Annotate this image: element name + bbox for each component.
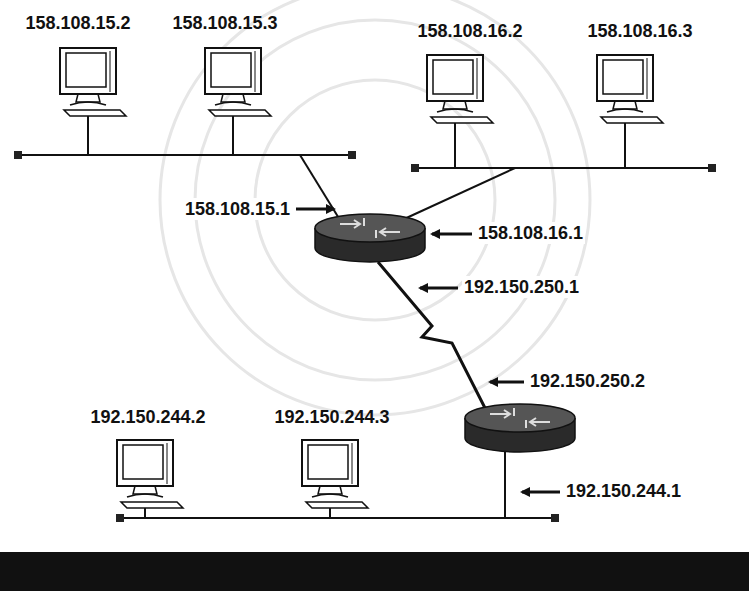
computer-label: 192.150.244.2 <box>88 406 207 428</box>
interface-address: 158.108.16.1 <box>476 222 585 244</box>
ip-address: 158.108.16.2 <box>417 20 522 42</box>
ip-address: 158.108.15.3 <box>172 12 277 34</box>
ip-address: 158.108.15.2 <box>25 12 130 34</box>
computer-label: 158.108.15.2 <box>23 12 132 34</box>
interface-address: 192.150.250.2 <box>528 370 647 392</box>
interface-address: 192.150.250.1 <box>462 276 581 298</box>
ip-address: 192.150.244.2 <box>90 406 205 428</box>
interface-address: 158.108.15.1 <box>183 198 292 220</box>
ip-address: 192.150.244.3 <box>274 406 389 428</box>
ip-address: 158.108.16.3 <box>587 20 692 42</box>
computer-label: 158.108.16.2 <box>415 20 524 42</box>
computer-label: 158.108.15.3 <box>170 12 279 34</box>
interface-address: 192.150.244.1 <box>564 480 683 502</box>
computer-label: 158.108.16.3 <box>585 20 694 42</box>
ip-address: 192.150.244.1 <box>566 480 681 502</box>
ip-address: 192.150.250.2 <box>530 370 645 392</box>
ip-address: 192.150.250.1 <box>464 276 579 298</box>
ip-address: 158.108.16.1 <box>478 222 583 244</box>
ip-address: 158.108.15.1 <box>185 198 290 220</box>
computer-label: 192.150.244.3 <box>272 406 391 428</box>
